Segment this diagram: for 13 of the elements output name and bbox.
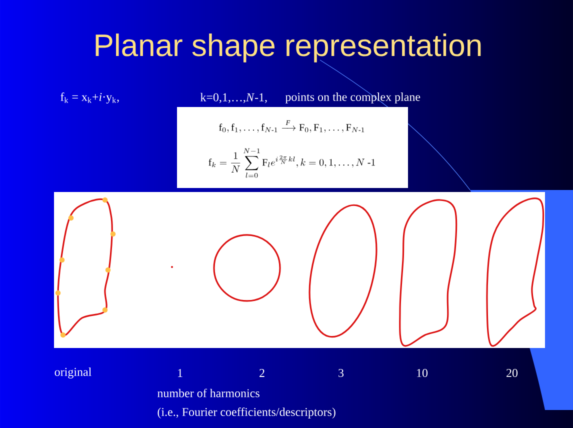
axis-label: 10: [417, 368, 428, 378]
axis-label: 3: [338, 368, 344, 377]
body-text: k=0,1,…,N-1,: [200, 92, 267, 104]
axis-label: original: [54, 368, 92, 378]
body-text: points on the complex plane: [285, 92, 420, 104]
caption-text: number of harmonics: [158, 388, 260, 398]
axis-label: 1: [178, 369, 182, 377]
body-text: f$_{k}$ = x$_{k}$+i·y$_{k}$,: [60, 92, 119, 104]
caption-text: (i.e., Fourier coefficients/descriptors): [158, 407, 336, 418]
axis-label: 20: [506, 368, 518, 378]
title: Planar shape representation: [96, 34, 481, 62]
formula-box: $\mathrm{f}_0,\mathrm{f}_1,\ldots,\mathrm{f}_{N\text{-}1}\xrightarrow{\;\mathit{F}\;}\mathrm{F}_0,\mathrm{F}_1,\ldots,\mathrm{F}_{N\text{-}1}$ $\mathrm{f}_k=\frac{1}{N}\sum_{l=0}^{N-1}\mathrm{F}_l e^{i\frac{2\pi}{N}kl},k=0,1,\ldots,N\text{ -}1$: [177, 107, 408, 188]
axis-label: 2: [260, 369, 264, 377]
